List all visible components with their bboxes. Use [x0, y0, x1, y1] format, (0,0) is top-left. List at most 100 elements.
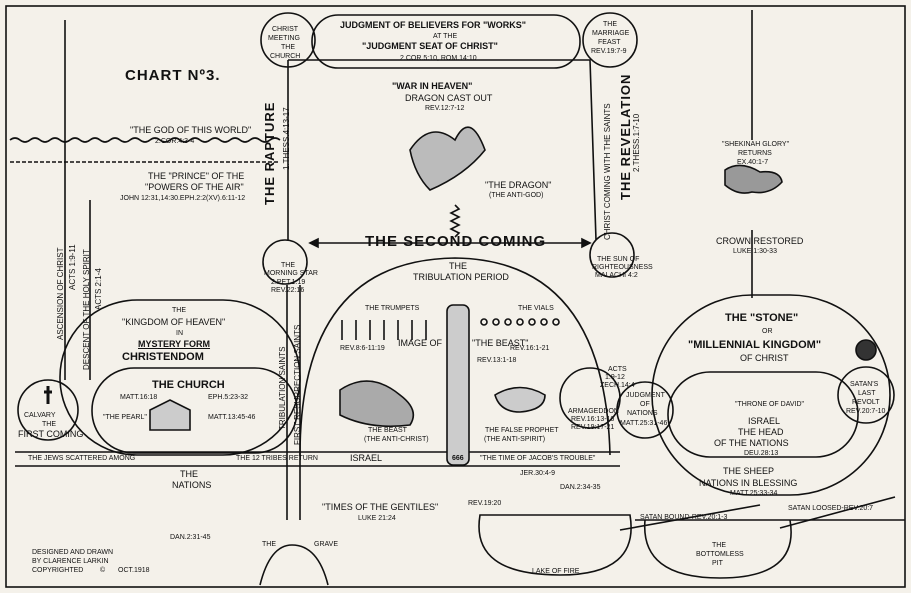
- pearl-label: "The Pearl": [103, 414, 147, 421]
- kingdom-4: Mystery Form: [138, 340, 210, 349]
- pearl-ref: Matt.13:45-46: [208, 414, 255, 421]
- rapture-label: The Rapture: [262, 102, 277, 205]
- shekinah-ref: Ex.40:1-7: [737, 159, 768, 166]
- israel-head-2: The Head: [738, 428, 784, 437]
- lake-of-fire: [479, 515, 631, 575]
- first-coming: First Coming: [18, 430, 83, 439]
- christendom: Christendom: [122, 352, 204, 364]
- satan-bound: Satan Bound-Rev.20:1-3: [640, 514, 727, 521]
- tribulation-the: The: [449, 262, 467, 271]
- israel-band-label: Israel: [350, 454, 382, 463]
- acts-2: 1:9-12: [605, 374, 625, 381]
- trumpets-label: The Trumpets: [365, 305, 419, 312]
- beast-icon: [340, 381, 413, 426]
- revolt-2: Last: [858, 390, 876, 397]
- vials-group: [481, 319, 559, 325]
- grave-label: Grave: [314, 541, 338, 548]
- descent-ref: Acts 2:1-4: [94, 268, 103, 310]
- judgment-nations-3: Nations: [627, 410, 658, 417]
- throne-david: "Throne Of David": [735, 401, 804, 408]
- the-nations-1: The: [180, 470, 198, 479]
- kingdom-3: In: [176, 330, 183, 337]
- acts-1: Acts: [608, 366, 627, 373]
- prince-ref: John 12:31,14:30.Eph.2:2(xv).6:11-12: [120, 195, 245, 202]
- gentiles-label: "Times Of The Gentiles": [322, 503, 438, 512]
- cross-icon: [44, 386, 52, 404]
- the-nations-2: Nations: [172, 481, 211, 490]
- morning-star-3: 2.Pet.1:19: [271, 279, 305, 286]
- beast-ref: Rev.13:1-18: [477, 357, 516, 364]
- bottomless-3: Pit: [712, 560, 723, 567]
- sun-3: Malachi 4:2: [595, 272, 638, 279]
- beast-anti2: (The Anti-Christ): [364, 436, 429, 443]
- stone-1: The "Stone": [725, 313, 798, 325]
- satan-loosed-line: [780, 497, 895, 528]
- marriage-1: The: [603, 21, 617, 28]
- christ-meeting-1: Christ: [272, 26, 298, 33]
- christ-meeting-3: The: [281, 44, 295, 51]
- tribulation-period: Tribulation Period: [413, 273, 509, 282]
- jacobs-ref: Jer.30:4-9: [520, 470, 555, 477]
- ascension-label: Ascension Of Christ: [56, 248, 65, 340]
- israel-head-4: Deu.28:13: [744, 450, 778, 457]
- stone-4: Of Christ: [740, 354, 789, 363]
- gentiles-ref: Luke 21:24: [358, 515, 396, 522]
- grave-mound: [260, 545, 328, 585]
- judgment-nations-2: Of: [640, 401, 650, 408]
- satan-loosed: Satan Loosed-Rev.20:7: [788, 505, 873, 512]
- revelation-ref: 2.Thess.1:7-10: [632, 114, 641, 172]
- sheep-3: Matt.25:33-34: [730, 490, 777, 497]
- image-of-beast-statue: [447, 305, 469, 465]
- rev-1920: Rev.19:20: [468, 500, 501, 507]
- morning-star-2: Morning Star: [264, 270, 318, 277]
- credit-3: Copyrighted: [32, 567, 83, 574]
- kingdom-1: The: [172, 307, 186, 314]
- dan-234: Dan.2:34-35: [560, 484, 600, 491]
- dan-245: Dan.2:31-45: [170, 534, 210, 541]
- god-of-world-ref: 2.Cor.4:3-4: [155, 138, 194, 145]
- christ-meeting-2: Meeting: [268, 35, 300, 42]
- lake-fire: Lake Of Fire: [532, 568, 579, 575]
- christ-meeting-4: Church: [270, 53, 300, 60]
- twelve-tribes: The 12 Tribes Return: [236, 455, 318, 462]
- revelation-label: The Revelation: [618, 74, 633, 200]
- christ-coming-saints: Christ Coming With The Saints: [603, 103, 612, 240]
- false-prophet-lamb-icon: [495, 388, 545, 413]
- rapture-ref: 1.Thess.4:13-17: [282, 107, 291, 170]
- shekinah-label: "Shekinah Glory": [722, 141, 789, 148]
- god-of-world: "The God Of This World": [130, 126, 251, 135]
- second-coming-arrow-right: [582, 239, 590, 247]
- jews-scattered: The Jews Scattered Among: [28, 455, 135, 462]
- dragon-label: "The Dragon": [485, 181, 551, 190]
- sun-2: Righteousness: [592, 264, 653, 271]
- image-of: Image Of: [398, 339, 442, 348]
- beast-quote: "The Beast": [472, 339, 528, 348]
- credit-5: Oct.1918: [118, 567, 150, 574]
- armageddon-ref1: Rev.16:13-16: [571, 416, 614, 423]
- war-ref: Rev.12:7-12: [425, 105, 464, 112]
- dragon-icon: [410, 127, 485, 190]
- judgment-nations-4: Matt.25:31-46: [620, 420, 667, 427]
- jacobs-trouble: "The Time Of Jacob's Trouble": [480, 455, 595, 462]
- trumpets-ref: Rev.8:6-11:19: [340, 345, 385, 352]
- bottomless-2: Bottomless: [696, 551, 744, 558]
- sheep-1: The Sheep: [723, 467, 774, 476]
- prince-title2: "Powers Of The Air": [145, 183, 244, 192]
- false-prophet2: (The Anti-Spirit): [484, 436, 545, 443]
- trumpets-group: [342, 320, 426, 340]
- judgment-nations-1: Judgment: [626, 392, 665, 399]
- judgment-seat: "Judgment Seat Of Christ": [362, 42, 498, 51]
- revolt-3: Revolt: [852, 399, 880, 406]
- credit-4: ©: [100, 567, 105, 574]
- shekinah-cloud-icon: [725, 165, 782, 193]
- first-resurrection: First Resurrection Saints: [293, 325, 302, 445]
- church-ref2: Eph.5:23-32: [208, 394, 248, 401]
- sun-1: The Sun Of: [597, 256, 639, 263]
- calvary-label: Calvary: [24, 412, 56, 419]
- church-building-icon: [150, 400, 190, 430]
- marriage-2: Marriage: [592, 30, 629, 37]
- church-label: The Church: [152, 380, 225, 392]
- second-coming-arrow-left: [310, 239, 318, 247]
- marriage-4: Rev.19:7-9: [591, 48, 627, 55]
- sheep-2: Nations In Blessing: [699, 479, 797, 488]
